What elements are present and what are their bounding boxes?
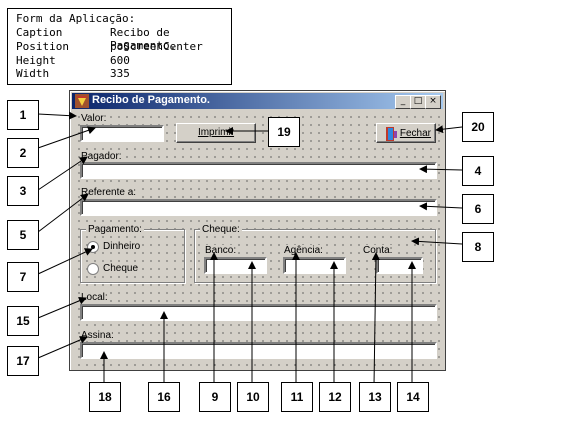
callout-20: 20 bbox=[462, 112, 494, 142]
form-info-key: Height bbox=[16, 54, 56, 67]
referente-label: Referente a: bbox=[80, 187, 138, 198]
design-grid bbox=[73, 111, 442, 367]
callout-3: 3 bbox=[7, 176, 39, 206]
form-info-value: 335 bbox=[110, 67, 130, 80]
imprimir-button[interactable]: Imprimir bbox=[176, 123, 256, 143]
door-icon bbox=[386, 127, 397, 141]
fechar-button-label: Fechar bbox=[399, 128, 431, 139]
conta-label: Conta: bbox=[362, 245, 394, 256]
form-info-box: Form da Aplicação: Caption Recibo de Pag… bbox=[7, 8, 232, 85]
callout-16: 16 bbox=[148, 382, 180, 412]
local-label: Local: bbox=[80, 292, 109, 303]
callout-1: 1 bbox=[7, 100, 39, 130]
radio-cheque[interactable] bbox=[87, 263, 99, 275]
callout-4: 4 bbox=[462, 156, 494, 186]
callout-8: 8 bbox=[462, 232, 494, 262]
callout-13: 13 bbox=[359, 382, 391, 412]
callout-6: 6 bbox=[462, 194, 494, 224]
form-info-value: Recibo de Pagamento. bbox=[110, 26, 177, 52]
callout-7: 7 bbox=[7, 262, 39, 292]
cheque-group bbox=[194, 229, 436, 283]
form-info-value: 600 bbox=[110, 54, 130, 67]
callout-11: 11 bbox=[281, 382, 313, 412]
form-info-heading: Form da Aplicação: bbox=[16, 12, 136, 25]
pagador-input[interactable] bbox=[80, 162, 437, 179]
form-window: Recibo de Pagamento. _ □ × Valor: Imprim… bbox=[69, 90, 446, 371]
form-info-value: poScreenCenter bbox=[110, 40, 203, 53]
close-button[interactable]: × bbox=[425, 95, 441, 109]
referente-input[interactable] bbox=[80, 199, 437, 216]
local-input[interactable] bbox=[80, 304, 437, 321]
form-info-key: Caption bbox=[16, 26, 63, 39]
callout-14: 14 bbox=[397, 382, 429, 412]
radio-dinheiro-label: Dinheiro bbox=[102, 241, 142, 252]
cheque-group-title: Cheque: bbox=[200, 224, 242, 235]
banco-label: Banco: bbox=[204, 245, 238, 256]
valor-input[interactable] bbox=[80, 125, 164, 142]
assina-label: Assina: bbox=[80, 330, 115, 341]
fechar-button[interactable]: Fechar bbox=[376, 123, 436, 143]
delphi-app-icon bbox=[75, 94, 89, 108]
callout-15: 15 bbox=[7, 306, 39, 336]
callout-19: 19 bbox=[268, 117, 300, 147]
agencia-label: Agência: bbox=[283, 245, 324, 256]
imprimir-button-label: Imprimir bbox=[197, 127, 235, 138]
form-info-key: Position bbox=[16, 40, 69, 53]
callout-12: 12 bbox=[319, 382, 351, 412]
callout-17: 17 bbox=[7, 346, 39, 376]
pagador-label: Pagador: bbox=[80, 151, 123, 162]
title-bar[interactable]: Recibo de Pagamento. _ □ × bbox=[72, 93, 443, 109]
form-info-key: Width bbox=[16, 67, 50, 80]
assina-input[interactable] bbox=[80, 342, 437, 359]
valor-label: Valor: bbox=[80, 113, 108, 124]
window-title: Recibo de Pagamento. bbox=[92, 94, 210, 106]
callout-9: 9 bbox=[199, 382, 231, 412]
callout-18: 18 bbox=[89, 382, 121, 412]
pagamento-group-title: Pagamento: bbox=[86, 224, 144, 235]
callout-5: 5 bbox=[7, 220, 39, 250]
callout-10: 10 bbox=[237, 382, 269, 412]
callout-2: 2 bbox=[7, 138, 39, 168]
radio-cheque-label: Cheque bbox=[102, 263, 140, 274]
